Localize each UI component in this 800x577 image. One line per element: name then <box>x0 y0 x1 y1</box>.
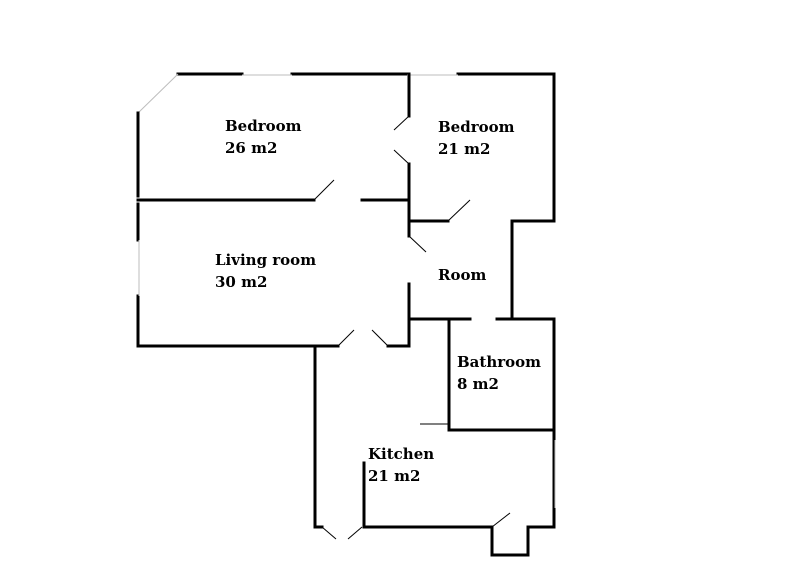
room-name: Room <box>438 266 486 284</box>
living-room-area: 30 m2 <box>215 273 267 291</box>
bedroom1-area: 26 m2 <box>225 139 277 157</box>
living-bottom-wall <box>136 329 411 348</box>
bathroom-name: Bathroom <box>457 353 541 371</box>
kitchen-area: 21 m2 <box>368 467 420 485</box>
living-room-name: Living room <box>215 251 316 269</box>
bedroom1-name: Bedroom <box>225 117 302 135</box>
bathroom-walls <box>407 317 556 432</box>
center-partition <box>393 72 427 348</box>
bedroom2-area: 21 m2 <box>438 140 490 158</box>
bathroom-area: 8 m2 <box>457 375 499 393</box>
top-wall <box>176 72 556 76</box>
bedroom1-living-wall <box>136 179 411 202</box>
kitchen-name: Kitchen <box>368 445 434 463</box>
kitchen-walls <box>313 344 556 557</box>
door-bedroom2 <box>447 199 471 222</box>
bedroom2-name: Bedroom <box>438 118 515 136</box>
left-wall <box>136 111 140 348</box>
corner-window <box>137 73 179 114</box>
